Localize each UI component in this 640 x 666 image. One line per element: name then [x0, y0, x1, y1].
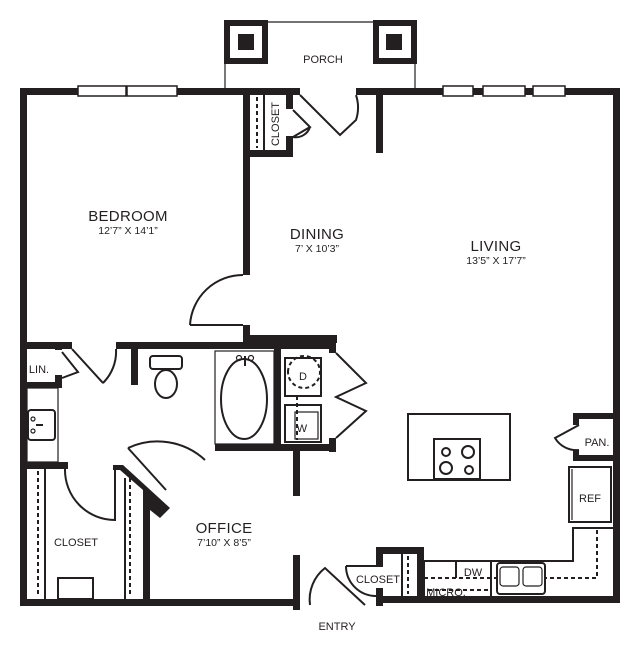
room-dimensions: 13’5” X 17’7” — [466, 254, 526, 267]
room-bedroom: BEDROOM 12’7” X 14’1” — [88, 208, 168, 237]
dryer-label: D — [299, 371, 307, 383]
bathroom-fixtures — [26, 350, 275, 463]
toilet-tank — [149, 355, 183, 370]
cooktop — [433, 438, 481, 480]
pantry-label: PAN. — [584, 437, 610, 449]
room-dimensions: 7’ X 10’3” — [295, 242, 339, 255]
bathtub — [220, 358, 268, 440]
entry-closet-label: CLOSET — [355, 574, 401, 586]
laundry — [284, 355, 322, 443]
microwave-label: MICRO. — [426, 587, 466, 599]
linen-closet-label: LIN. — [28, 364, 50, 376]
room-name: DINING — [289, 226, 345, 243]
porch-column-right — [373, 20, 417, 64]
refrigerator — [568, 466, 612, 523]
room-name: LIVING — [470, 238, 522, 255]
porch-label: PORCH — [303, 54, 343, 66]
room-office: OFFICE 7’10” X 8’5” — [196, 520, 253, 549]
entry-label: ENTRY — [318, 621, 356, 633]
kitchen — [407, 413, 613, 596]
porch — [224, 20, 417, 88]
room-name: OFFICE — [195, 520, 253, 537]
porch-column-left — [224, 20, 268, 64]
bedroom-closet-label: CLOSET — [53, 537, 99, 549]
interior-walls — [20, 95, 613, 610]
top-closet-label: CLOSET — [270, 101, 283, 147]
doors — [61, 94, 580, 606]
closet-shelves — [37, 95, 409, 600]
dishwasher-label: DW — [463, 567, 483, 579]
room-dimensions: 7’10” X 8’5” — [197, 536, 251, 549]
washer — [284, 404, 322, 443]
washer-label: W — [296, 423, 308, 435]
room-name: BEDROOM — [88, 208, 168, 225]
toilet-bowl — [154, 369, 178, 399]
room-dimensions: 12’7” X 14’1” — [98, 224, 158, 237]
room-living: LIVING 13’5” X 17’7” — [466, 238, 526, 267]
windows — [77, 85, 566, 97]
refrigerator-label: REF — [579, 493, 601, 505]
room-dining: DINING 7’ X 10’3” — [290, 226, 344, 255]
double-sink — [496, 562, 546, 595]
